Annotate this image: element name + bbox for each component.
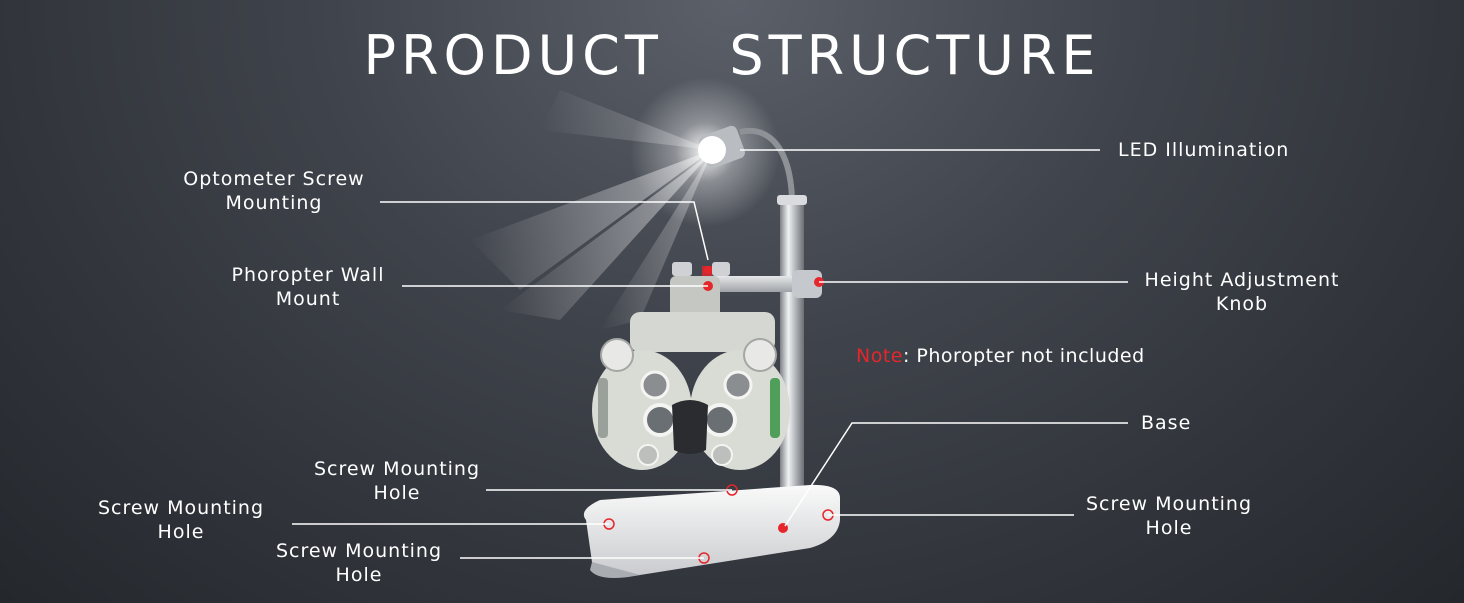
callout-text-line2: Hole xyxy=(1145,517,1193,539)
leader-lines xyxy=(292,149,1128,559)
callout-screw-mounting-hole-bottom: Screw Mounting Hole xyxy=(264,539,454,587)
callout-optometer-screw-mounting: Optometer Screw Mounting xyxy=(174,167,374,215)
note: Note: Phoropter not included xyxy=(856,345,1145,367)
callout-text-line1: Screw Mounting xyxy=(1085,493,1253,515)
callout-text-line1: Phoropter Wall xyxy=(231,264,385,286)
callout-text-line1: Screw Mounting xyxy=(313,458,481,480)
light-beam xyxy=(470,77,780,330)
callout-screw-mounting-hole-right: Screw Mounting Hole xyxy=(1074,492,1264,540)
led-lamp xyxy=(698,125,745,169)
phoropter xyxy=(592,276,790,470)
callout-text-line2: Hole xyxy=(335,564,383,586)
callout-text: Base xyxy=(1141,412,1192,434)
callout-text-line2: Hole xyxy=(157,521,205,543)
callout-text-line1: Optometer Screw xyxy=(183,168,365,190)
callout-text-line1: Screw Mounting xyxy=(275,540,443,562)
callout-text-line1: Screw Mounting xyxy=(97,497,265,519)
callout-text-line2: Mount xyxy=(275,288,341,310)
callout-text-line2: Knob xyxy=(1215,293,1269,315)
callout-text-line2: Mounting xyxy=(225,192,323,214)
gooseneck xyxy=(739,127,795,199)
callout-height-adjustment-knob: Height Adjustment Knob xyxy=(1134,268,1350,316)
callout-text-line2: Hole xyxy=(373,482,421,504)
page-title: PRODUCT STRUCTURE xyxy=(363,24,1101,87)
note-text: : Phoropter not included xyxy=(902,345,1145,367)
callout-screw-mounting-hole-upper: Screw Mounting Hole xyxy=(302,457,492,505)
callout-base: Base xyxy=(1141,411,1191,435)
callout-screw-mounting-hole-left: Screw Mounting Hole xyxy=(86,496,276,544)
stand-pole xyxy=(780,195,804,505)
note-prefix: Note xyxy=(856,345,903,367)
base-plate xyxy=(583,484,840,579)
callout-text-line1: Height Adjustment xyxy=(1144,269,1340,291)
callout-led-illumination: LED Illumination xyxy=(1118,138,1289,162)
callout-phoropter-wall-mount: Phoropter Wall Mount xyxy=(218,263,398,311)
callout-text: LED Illumination xyxy=(1118,139,1290,161)
